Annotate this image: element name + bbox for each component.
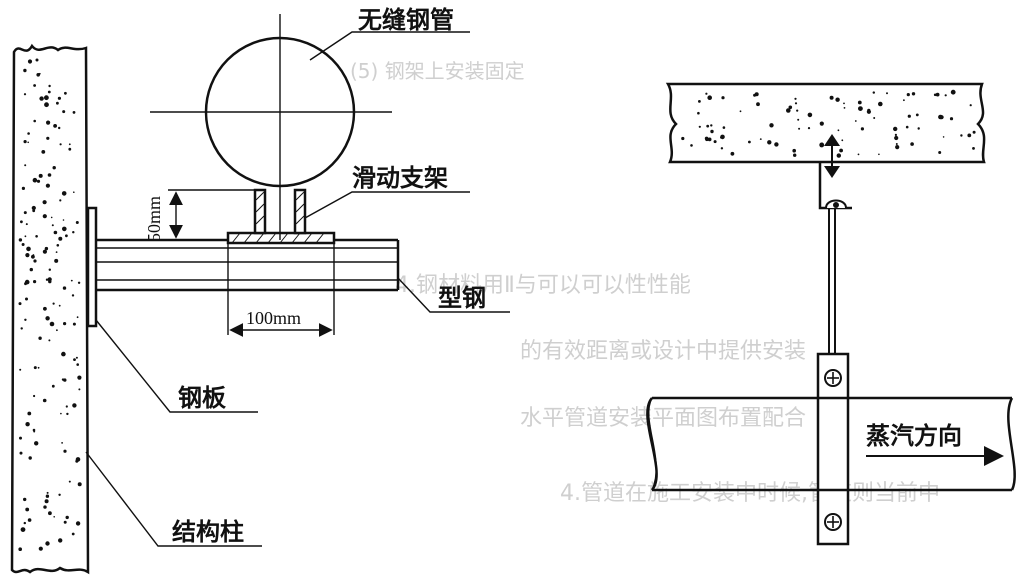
- steam-direction-label: 蒸汽方向: [866, 422, 962, 450]
- bleed-through-text: (5) 钢架上安装固定 4.钢材料用Ⅱ与可以可以性性能 的有效距离或设计中提供安…: [350, 59, 940, 506]
- bleed-line-2: 4.钢材料用Ⅱ与可以可以性性能: [395, 273, 691, 298]
- steel-plate-label: 钢板: [178, 384, 227, 412]
- structural-column: [10, 43, 90, 575]
- bleed-line-4: 水平管道安装平面图布置配合: [520, 406, 806, 431]
- section-steel-label: 型钢: [438, 284, 486, 312]
- bleed-line-3: 的有效距离或设计中提供安装: [520, 339, 806, 364]
- base-hatch: [231, 232, 325, 244]
- sliding-support-base: [226, 231, 336, 245]
- seamless-steel-pipe: [150, 14, 392, 240]
- leader-lines: [85, 31, 510, 547]
- ceiling-slab: [665, 82, 986, 164]
- pipe-label: 无缝钢管: [358, 6, 454, 34]
- clamp-bolt-icon: [824, 369, 842, 387]
- width-dimension: [227, 243, 335, 337]
- sliding-support-ribs: [253, 188, 307, 235]
- steel-plate: [86, 206, 98, 328]
- bleed-line-5: 4.管道在施工安装中时候,管道则当前中: [560, 481, 940, 506]
- clamp-bolt-icon: [824, 513, 842, 531]
- hanger-rod: [828, 208, 836, 355]
- vertical-movement-arrow: [824, 134, 840, 178]
- width-dim-label: 100mm: [246, 308, 301, 328]
- height-dim-label: 50mm: [144, 196, 164, 242]
- sliding-support-label: 滑动支架: [352, 164, 448, 192]
- section-steel-beam: [96, 238, 400, 292]
- structural-column-label: 结构柱: [172, 518, 244, 546]
- hanger-bracket: [818, 162, 852, 210]
- bleed-line-1: (5) 钢架上安装固定: [350, 59, 525, 83]
- height-dimension: [168, 189, 255, 241]
